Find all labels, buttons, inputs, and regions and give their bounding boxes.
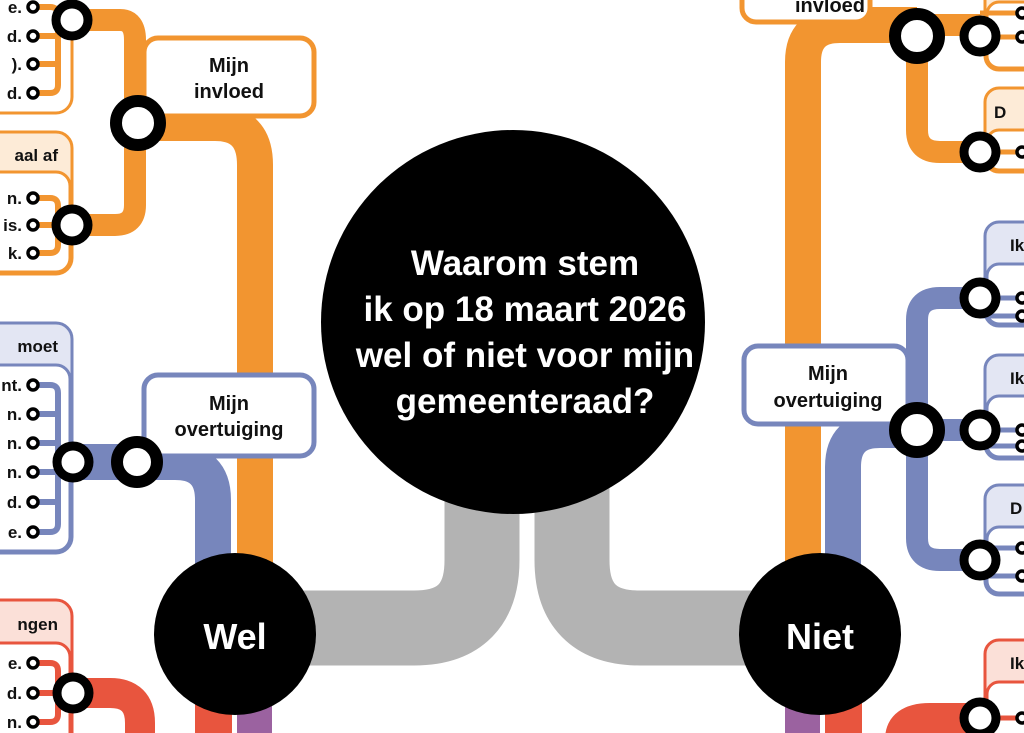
list-item: n. bbox=[7, 189, 22, 208]
title-line-4: gemeenteraad? bbox=[396, 382, 655, 421]
right-overtuiging-label: Mijn overtuiging bbox=[741, 343, 911, 427]
grey-line-wel bbox=[240, 480, 520, 666]
list-item: nt. bbox=[1, 376, 22, 395]
stations-right bbox=[889, 8, 1001, 733]
list-item: e. bbox=[8, 523, 22, 542]
list-item: e. bbox=[8, 654, 22, 673]
list-item: n. bbox=[7, 434, 22, 453]
left-overtuiging-label: Mijn overtuiging bbox=[141, 372, 317, 459]
right-box-header: D bbox=[994, 103, 1006, 122]
left-box-2-items: n. is. k. bbox=[3, 189, 22, 263]
small-stations-right bbox=[1015, 6, 1024, 725]
svg-text:Mijn: Mijn bbox=[808, 363, 848, 385]
right-box-header: D bbox=[1010, 499, 1022, 518]
list-item: d. bbox=[7, 84, 22, 103]
list-item: n. bbox=[7, 405, 22, 424]
blue-line-right-main bbox=[825, 412, 917, 600]
orange-line-left-main bbox=[138, 105, 273, 600]
central-question: Waarom stem ik op 18 maart 2026 wel of n… bbox=[321, 130, 705, 514]
list-item: d. bbox=[7, 493, 22, 512]
left-box-1-items: e. d. ). d. bbox=[7, 0, 22, 103]
left-box-3-header: moet bbox=[17, 337, 58, 356]
left-box-4-header: ngen bbox=[17, 615, 58, 634]
svg-text:Mijn: Mijn bbox=[209, 393, 249, 415]
left-box-2-header: aal af bbox=[15, 146, 59, 165]
list-item: ). bbox=[12, 55, 22, 74]
red-line-left bbox=[73, 678, 155, 733]
hub-niet-label: Niet bbox=[786, 616, 854, 657]
right-box-header: Ik bbox=[1010, 369, 1024, 388]
left-box-3-items: nt. n. n. n. d. e. bbox=[1, 376, 22, 542]
list-item: e. bbox=[8, 0, 22, 17]
svg-text:Mijn: Mijn bbox=[209, 55, 249, 77]
title-line-3: wel of niet voor mijn bbox=[355, 336, 694, 375]
svg-text:invloed: invloed bbox=[194, 81, 264, 103]
right-box-header: Ik bbox=[1010, 654, 1024, 673]
list-item: k. bbox=[8, 244, 22, 263]
small-stations-left bbox=[26, 0, 40, 729]
orange-line-right-main bbox=[785, 7, 917, 600]
right-invloed-label: invloed bbox=[739, 0, 873, 25]
hub-niet[interactable]: Niet bbox=[739, 553, 901, 715]
red-line-right bbox=[886, 703, 980, 733]
svg-text:invloed: invloed bbox=[795, 0, 865, 17]
grey-line-niet bbox=[534, 480, 810, 666]
list-item: is. bbox=[3, 216, 22, 235]
list-item: d. bbox=[7, 684, 22, 703]
hub-wel-label: Wel bbox=[203, 616, 266, 657]
blue-line-left-main bbox=[73, 444, 231, 600]
left-box-4-items: e. d. n. bbox=[7, 654, 22, 732]
orange-branch-right bbox=[906, 14, 980, 163]
list-item: d. bbox=[7, 27, 22, 46]
title-line-2: ik op 18 maart 2026 bbox=[364, 290, 687, 329]
list-item: n. bbox=[7, 463, 22, 482]
svg-text:overtuiging: overtuiging bbox=[774, 390, 883, 412]
hub-wel[interactable]: Wel bbox=[154, 553, 316, 715]
stations-left bbox=[51, 0, 166, 714]
left-invloed-label: Mijn invloed bbox=[141, 35, 317, 119]
right-box-header: Ik bbox=[1010, 236, 1024, 255]
svg-text:overtuiging: overtuiging bbox=[175, 419, 284, 441]
title-line-1: Waarom stem bbox=[411, 244, 639, 283]
list-item: n. bbox=[7, 713, 22, 732]
